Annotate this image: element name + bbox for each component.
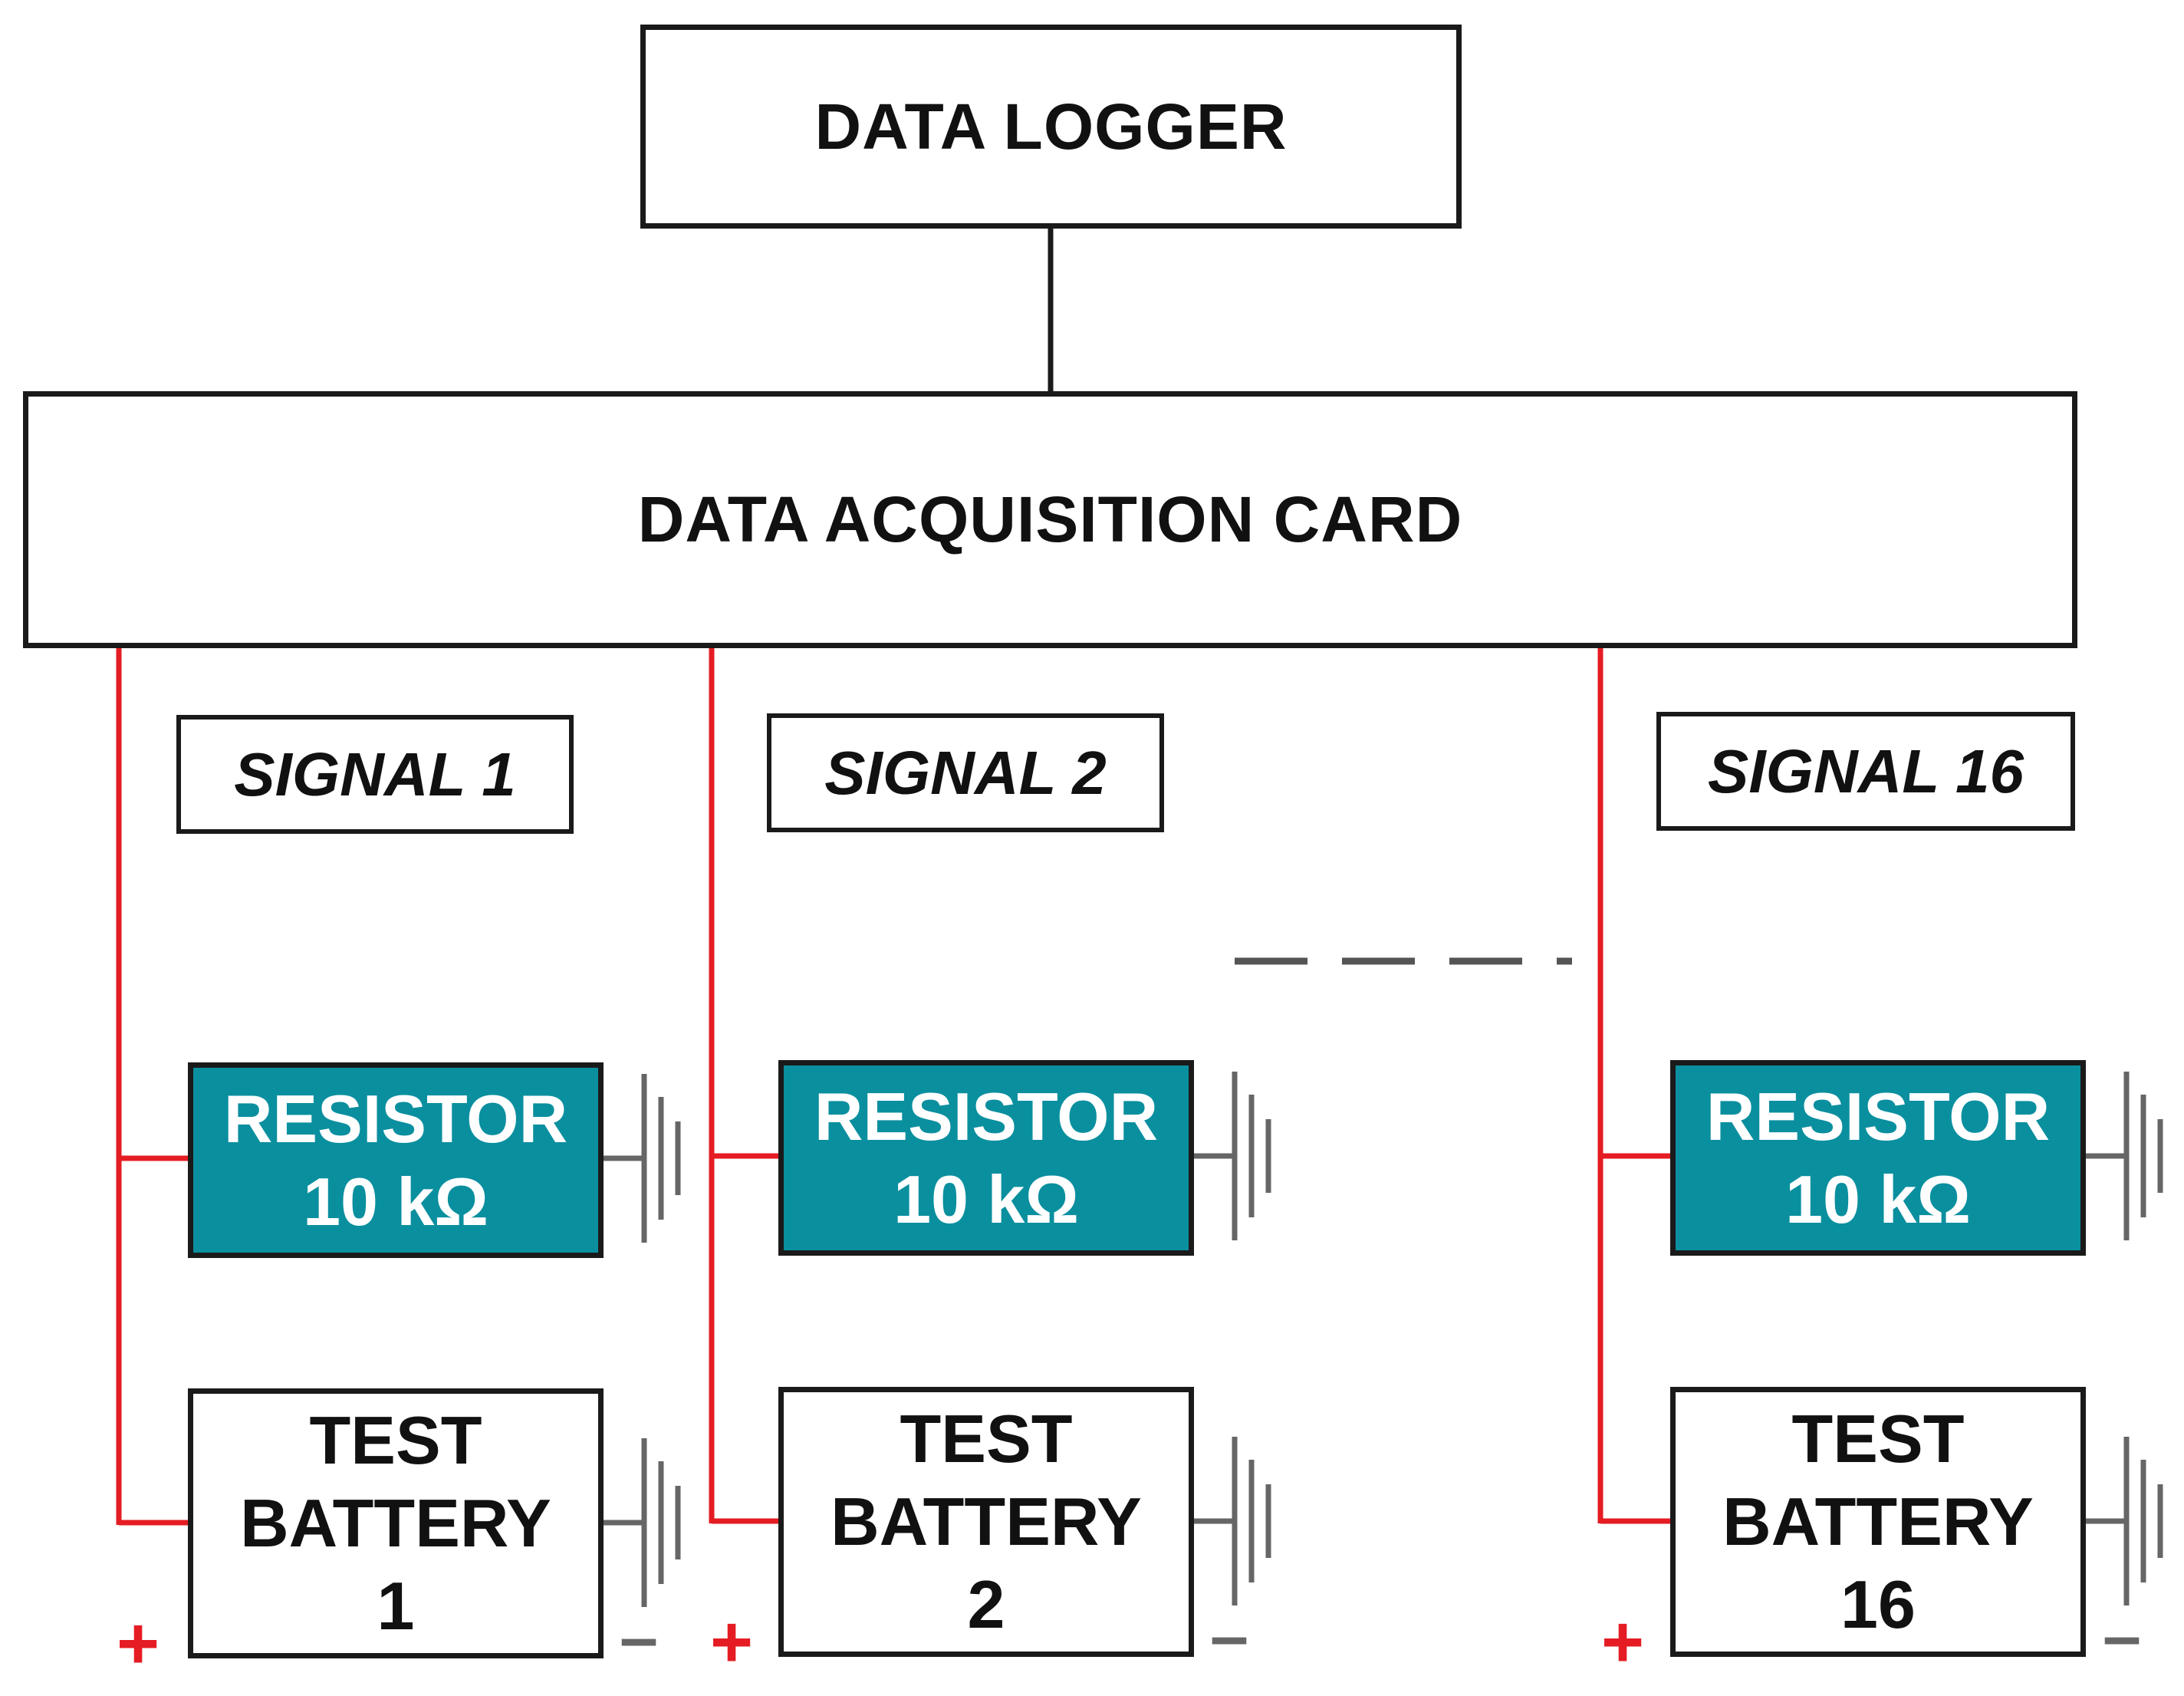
data-logger-box: DATA LOGGER: [640, 25, 1462, 229]
test-battery-16-line1: TEST: [1791, 1401, 1965, 1477]
ground-icon: [602, 1074, 681, 1243]
battery-1-minus-sign: –: [620, 1599, 659, 1676]
resistor-2-value: 10 kΩ: [893, 1161, 1079, 1237]
test-battery-2-box: TEST BATTERY 2: [778, 1387, 1194, 1657]
test-battery-2-line1: TEST: [900, 1401, 1073, 1477]
data-acquisition-card-label: DATA ACQUISITION CARD: [637, 483, 1463, 555]
channel-16-wiring: [1597, 648, 1676, 1524]
resistor-2-label: RESISTOR: [814, 1078, 1159, 1154]
resistor-1-label: RESISTOR: [223, 1080, 568, 1157]
signal-1-label-box: SIGNAL 1: [176, 715, 574, 834]
resistor-1-value: 10 kΩ: [303, 1163, 488, 1240]
test-battery-16-line2: BATTERY: [1722, 1484, 2034, 1559]
signal-16-label: SIGNAL 16: [1708, 736, 2024, 805]
battery-1-plus-sign: +: [117, 1602, 160, 1684]
data-acquisition-card-box: DATA ACQUISITION CARD: [23, 391, 2077, 648]
ground-icon: [2084, 1437, 2163, 1605]
battery-2-plus-sign: +: [710, 1601, 754, 1683]
resistor-16-value: 10 kΩ: [1785, 1161, 1971, 1237]
battery-16-minus-sign: –: [2103, 1598, 2142, 1675]
resistor-16-label: RESISTOR: [1705, 1078, 2051, 1154]
battery-16-plus-sign: +: [1601, 1601, 1645, 1683]
test-battery-1-box: TEST BATTERY 1: [188, 1388, 604, 1658]
channel-2-wiring: [709, 648, 782, 1524]
ground-icon: [1192, 1437, 1271, 1605]
battery-2-minus-sign: –: [1210, 1598, 1249, 1675]
signal-2-label-box: SIGNAL 2: [767, 713, 1164, 832]
test-battery-1-line2: BATTERY: [240, 1485, 551, 1561]
signal-16-label-box: SIGNAL 16: [1656, 712, 2075, 831]
test-battery-2-line2: BATTERY: [831, 1484, 1142, 1559]
data-logger-label: DATA LOGGER: [814, 90, 1288, 163]
ground-icon: [1192, 1072, 1271, 1240]
test-battery-16-number: 16: [1840, 1566, 1916, 1642]
signal-2-label: SIGNAL 2: [824, 738, 1107, 807]
channel-1-wiring: [116, 648, 192, 1526]
test-battery-16-box: TEST BATTERY 16: [1670, 1387, 2086, 1657]
test-battery-2-number: 2: [967, 1566, 1005, 1642]
ground-icon: [2084, 1072, 2163, 1240]
signal-1-label: SIGNAL 1: [234, 739, 516, 808]
resistor-1-box: RESISTOR 10 kΩ: [188, 1062, 604, 1258]
resistor-2-box: RESISTOR 10 kΩ: [778, 1060, 1194, 1256]
test-battery-1-number: 1: [377, 1568, 415, 1644]
resistor-16-box: RESISTOR 10 kΩ: [1670, 1060, 2086, 1256]
ground-icon: [602, 1438, 681, 1607]
test-battery-1-line1: TEST: [309, 1402, 482, 1478]
